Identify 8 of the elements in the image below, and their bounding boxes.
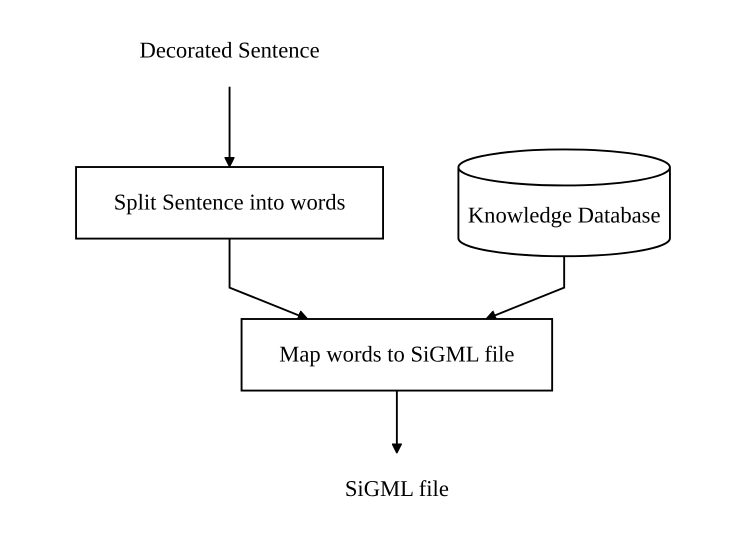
- arrow: [224, 86, 235, 168]
- arrow: [228, 238, 308, 320]
- node-text: Decorated Sentence: [139, 38, 320, 63]
- arrow: [484, 256, 565, 320]
- node-box: Split Sentence into words: [74, 166, 384, 240]
- node-text: SiGML file: [344, 476, 448, 502]
- node-box: Map words to SiGML file: [240, 318, 553, 392]
- arrow: [390, 390, 402, 454]
